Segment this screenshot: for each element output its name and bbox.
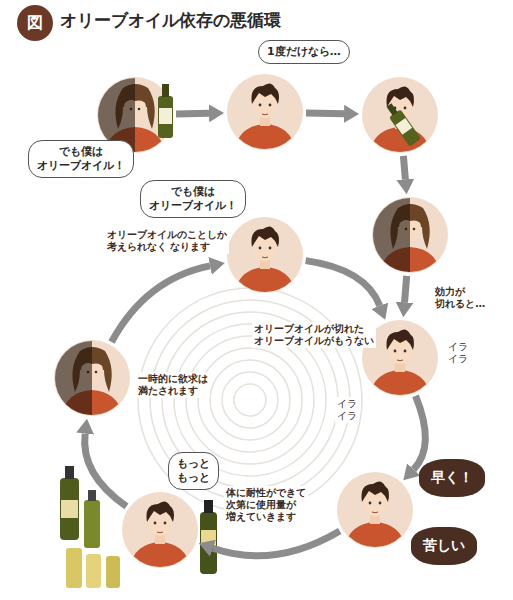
person-circle: 一時的に欲求は 満たされます xyxy=(54,340,130,416)
flow-arrow xyxy=(403,156,405,179)
flow-arrow xyxy=(306,109,344,117)
caption-text: 体に耐性ができて 次第に使用量が 増えていきます xyxy=(224,486,308,524)
person-circle: でも僕は オリーブオイル！ xyxy=(97,77,173,153)
sound-effect: イラ イラ xyxy=(446,340,470,366)
person-circle xyxy=(372,197,448,273)
person-circle: 早く！苦しい xyxy=(337,472,413,548)
edge-label: 効力が 切れると… xyxy=(433,285,487,312)
flow-arrow xyxy=(414,396,426,470)
sound-effect: イラ イラ xyxy=(335,397,359,423)
flow-arrow xyxy=(306,261,380,306)
burst-text: 苦しい xyxy=(414,530,474,562)
speech-bubble: 1度だけなら… xyxy=(258,40,350,64)
flow-arrow xyxy=(176,110,209,118)
flow-arrow xyxy=(112,266,211,342)
flow-arrow xyxy=(85,434,127,507)
burst-text: 早く！ xyxy=(422,462,482,494)
diagram-title: オリーブオイル依存の悪循環 xyxy=(60,9,281,32)
thought-bubble: でも僕は オリーブオイル！ xyxy=(140,180,246,218)
caption-text: オリーブオイルのことしか 考えられなく なります xyxy=(105,228,229,254)
caption-text: オリーブオイルが切れた オリーブオイルがもうない xyxy=(252,322,376,348)
person-circle xyxy=(362,77,438,153)
speech-bubble: もっと もっと xyxy=(168,452,219,490)
speech-bubble: でも僕は オリーブオイル！ xyxy=(28,140,134,178)
flow-arrow xyxy=(213,531,340,556)
person-circle: オリーブオイルが切れた オリーブオイルがもうないイラ イライラ イラ xyxy=(362,320,438,396)
person-circle: 1度だけなら… xyxy=(227,74,303,150)
person-circle: もっと もっと体に耐性ができて 次第に使用量が 増えていきます xyxy=(122,492,198,568)
flow-arrow xyxy=(405,276,407,302)
person-circle: でも僕は オリーブオイル！オリーブオイルのことしか 考えられなく なります xyxy=(227,217,303,293)
figure-mark: 図 xyxy=(17,5,53,41)
caption-text: 一時的に欲求は 満たされます xyxy=(136,372,210,398)
